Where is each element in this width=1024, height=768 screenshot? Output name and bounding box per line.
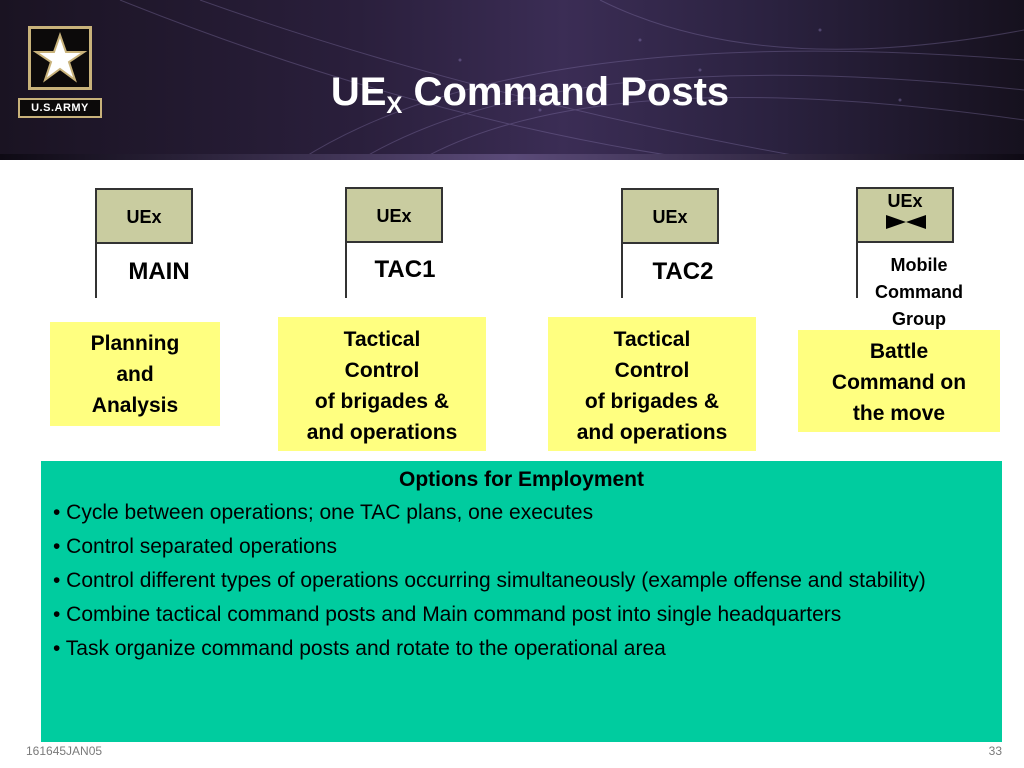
staff-line bbox=[345, 243, 347, 298]
function-line: Tactical bbox=[343, 328, 421, 351]
function-line: the move bbox=[852, 402, 946, 425]
unit-symbol-label: UEx bbox=[652, 207, 688, 227]
function-box-planning: Planning and Analysis bbox=[50, 322, 220, 426]
function-line: and operations bbox=[306, 421, 458, 444]
star-icon bbox=[32, 31, 88, 83]
unit-symbol-label: UEx bbox=[126, 207, 162, 227]
unit-symbol-label: UEx bbox=[376, 206, 412, 226]
function-line: Analysis bbox=[91, 394, 179, 417]
cp-label-main: MAIN bbox=[128, 258, 190, 285]
options-panel: Options for Employment • Cycle between o… bbox=[41, 461, 1002, 742]
staff-line bbox=[856, 243, 858, 298]
function-line: Control bbox=[344, 359, 420, 382]
function-line: Planning bbox=[90, 332, 180, 355]
title-subscript: X bbox=[386, 92, 403, 119]
slide-header: U.S.ARMY UEX Command Posts bbox=[0, 0, 1024, 160]
title-rest: Command Posts bbox=[402, 70, 730, 114]
options-bullet: • Control different types of operations … bbox=[53, 569, 926, 592]
options-bullet: • Cycle between operations; one TAC plan… bbox=[53, 501, 594, 524]
cp-label-tac2: TAC2 bbox=[652, 258, 714, 285]
title-main: UE bbox=[330, 70, 387, 114]
unit-symbol-label: UEx bbox=[887, 191, 923, 211]
function-box-tac1: Tactical Control of brigades & and opera… bbox=[278, 317, 486, 451]
army-logo-text: U.S.ARMY bbox=[18, 98, 102, 118]
army-logo: U.S.ARMY bbox=[18, 26, 102, 122]
slide-title: UEX Command Posts bbox=[0, 70, 1024, 120]
function-line: Tactical bbox=[613, 328, 691, 351]
staff-line bbox=[95, 244, 97, 298]
options-title: Options for Employment bbox=[398, 468, 644, 491]
function-line: Command on bbox=[831, 371, 967, 394]
function-box-battle-command: Battle Command on the move bbox=[798, 330, 1000, 432]
unit-symbol-mcg: UEx bbox=[856, 187, 954, 243]
options-bullet: • Task organize command posts and rotate… bbox=[53, 637, 666, 660]
function-line: and operations bbox=[576, 421, 728, 444]
staff-line bbox=[621, 244, 623, 298]
function-line: Control bbox=[614, 359, 690, 382]
function-line: Battle bbox=[869, 340, 929, 363]
footer-dtg: 161645JAN05 bbox=[26, 744, 103, 758]
function-line: and bbox=[116, 363, 154, 386]
bowtie-icon bbox=[886, 215, 926, 229]
footer-page-number: 33 bbox=[988, 744, 1002, 758]
function-line: of brigades & bbox=[584, 390, 720, 413]
function-box-tac2: Tactical Control of brigades & and opera… bbox=[548, 317, 756, 451]
unit-symbol-main: UEx bbox=[95, 188, 193, 244]
function-line: of brigades & bbox=[314, 390, 450, 413]
unit-symbol-tac2: UEx bbox=[621, 188, 719, 244]
army-star-emblem bbox=[28, 26, 92, 90]
header-decoration bbox=[119, 0, 1024, 160]
unit-symbol-tac1: UEx bbox=[345, 187, 443, 243]
cp-label-tac1: TAC1 bbox=[374, 256, 436, 283]
options-bullet: • Combine tactical command posts and Mai… bbox=[53, 603, 842, 626]
cp-label-mcg: Mobile Command Group bbox=[874, 255, 963, 329]
options-bullet: • Control separated operations bbox=[53, 535, 338, 558]
